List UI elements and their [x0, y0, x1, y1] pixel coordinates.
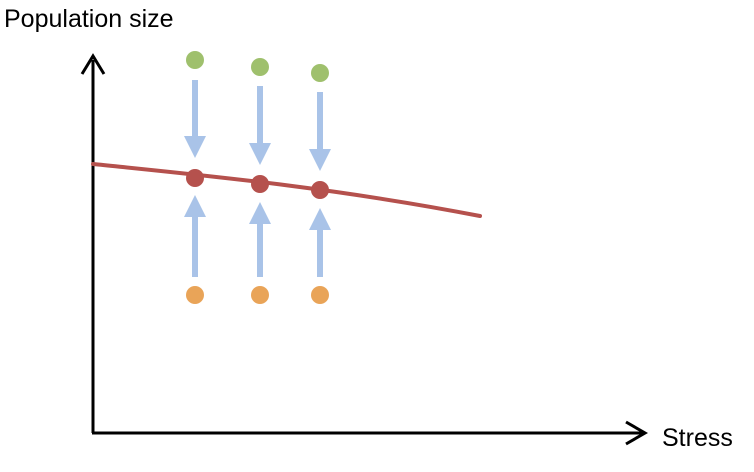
- upward-arrowhead: [309, 208, 331, 230]
- low-start-point: [186, 286, 204, 304]
- equilibrium-column: [309, 64, 331, 304]
- downward-arrowhead: [184, 136, 206, 158]
- equilibrium-column: [249, 58, 271, 304]
- x-axis-arrowhead: [625, 420, 648, 446]
- high-start-point: [251, 58, 269, 76]
- equilibrium-curve: [91, 162, 482, 218]
- equilibrium-point: [186, 169, 204, 187]
- upward-arrowhead: [249, 202, 271, 224]
- x-axis-label: Stress: [662, 424, 733, 452]
- downward-arrowhead: [249, 143, 271, 165]
- equilibrium-point: [251, 175, 269, 193]
- axes: [80, 53, 648, 446]
- y-axis-arrowhead: [80, 53, 106, 75]
- equilibrium-point: [311, 181, 329, 199]
- equilibrium-column: [184, 51, 206, 304]
- low-start-point: [311, 286, 329, 304]
- y-axis-label: Population size: [4, 5, 174, 33]
- high-start-point: [311, 64, 329, 82]
- upward-arrowhead: [184, 195, 206, 217]
- downward-arrowhead: [309, 149, 331, 171]
- high-start-point: [186, 51, 204, 69]
- low-start-point: [251, 286, 269, 304]
